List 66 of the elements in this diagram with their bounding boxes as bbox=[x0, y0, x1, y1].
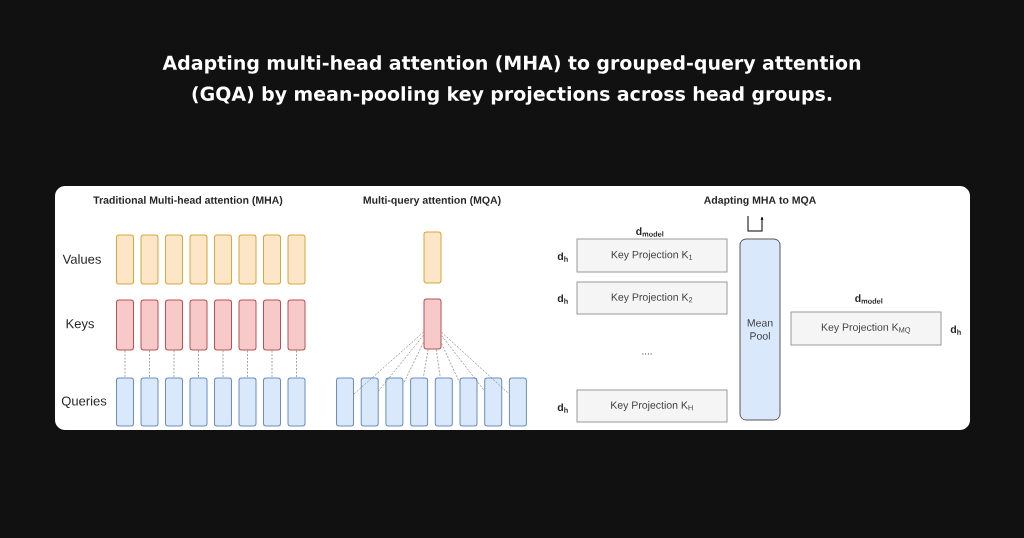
vector-bar bbox=[238, 234, 257, 285]
connector-line bbox=[403, 342, 424, 384]
connector-line bbox=[378, 334, 424, 392]
connector-line bbox=[296, 350, 297, 378]
mean-pool-box: Mean Pool bbox=[739, 238, 781, 421]
vector-bar bbox=[116, 377, 134, 427]
connector-line bbox=[124, 350, 126, 378]
vector-bar bbox=[287, 234, 306, 285]
vector-bar bbox=[508, 377, 527, 427]
dimension-label: d$_{h}$ bbox=[557, 294, 568, 304]
connector-line bbox=[441, 335, 485, 391]
projection-box: Key Projection K$_{2}$ bbox=[576, 281, 728, 315]
connector-line bbox=[423, 349, 429, 378]
row-label: Keys bbox=[66, 319, 94, 331]
connector-line bbox=[247, 350, 248, 378]
vector-bar bbox=[287, 377, 306, 427]
connector-line bbox=[435, 349, 441, 378]
row-label: Values bbox=[62, 254, 101, 264]
vector-bar bbox=[287, 299, 306, 351]
row-label: Queries bbox=[61, 396, 107, 408]
vector-bar bbox=[140, 234, 159, 285]
vector-bar bbox=[484, 377, 503, 427]
ellipsis: .... bbox=[642, 353, 652, 355]
connector-line bbox=[441, 331, 510, 395]
connector-line bbox=[222, 350, 224, 378]
vector-bar bbox=[423, 231, 442, 284]
title: Adapting multi-head attention (MHA) to grouped-query attention (GQA) by mean-pooling key projections across head groups. bbox=[162, 55, 861, 105]
dimension-label: d$_{h}$ bbox=[557, 252, 568, 262]
connector-line bbox=[173, 350, 175, 378]
vector-bar bbox=[459, 377, 478, 427]
vector-bar bbox=[165, 377, 183, 427]
vector-bar bbox=[423, 298, 442, 350]
connector-line bbox=[149, 350, 150, 378]
vector-bar bbox=[434, 377, 453, 427]
vector-bar bbox=[165, 299, 183, 351]
dimension-label: d$_{h}$ bbox=[557, 403, 568, 413]
vector-bar bbox=[116, 234, 134, 285]
vector-bar bbox=[214, 299, 232, 351]
vector-bar bbox=[140, 377, 159, 427]
vector-bar bbox=[214, 234, 232, 285]
vector-bar bbox=[385, 377, 404, 427]
panel-heading: Multi-query attention (MQA) bbox=[363, 196, 501, 206]
vector-bar bbox=[263, 234, 281, 285]
panel-heading: Traditional Multi-head attention (MHA) bbox=[93, 196, 283, 206]
projection-box: Key Projection K$_{1}$ bbox=[576, 238, 728, 273]
vector-bar bbox=[189, 377, 208, 427]
projection-box: Key Projection K$_{MQ}$ bbox=[790, 311, 942, 346]
vector-bar bbox=[189, 234, 208, 285]
vector-bar bbox=[238, 377, 257, 427]
vector-bar bbox=[238, 299, 257, 351]
vector-bar bbox=[336, 377, 354, 427]
vector-bar bbox=[140, 299, 159, 351]
vector-bar bbox=[263, 377, 281, 427]
vector-bar bbox=[410, 377, 429, 427]
connector-line bbox=[353, 331, 424, 395]
vector-bar bbox=[189, 299, 208, 351]
projection-box: Key Projection K$_{H}$ bbox=[576, 389, 728, 423]
vector-bar bbox=[116, 299, 134, 351]
vector-bar bbox=[165, 234, 183, 285]
connector-line bbox=[441, 343, 460, 383]
vector-bar bbox=[263, 299, 281, 351]
panel-heading: Adapting MHA to MQA bbox=[704, 196, 816, 206]
vector-bar bbox=[360, 377, 379, 427]
connector-line bbox=[198, 350, 199, 378]
vector-bar bbox=[214, 377, 232, 427]
connector-line bbox=[271, 350, 273, 378]
